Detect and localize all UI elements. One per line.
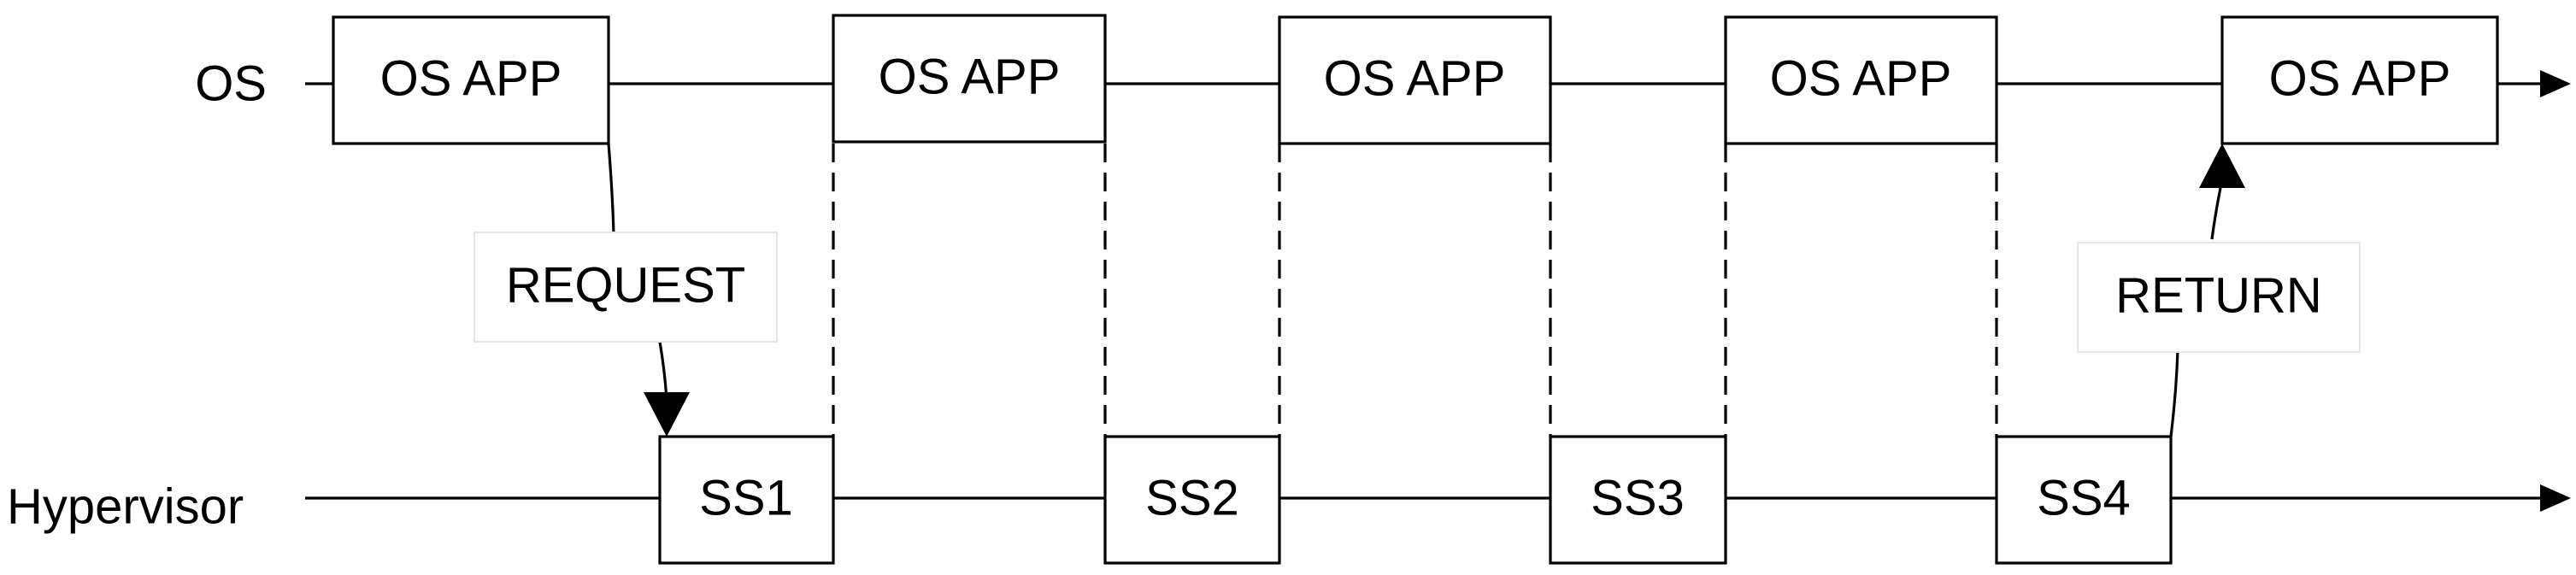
ss-label: SS4 <box>2037 470 2131 525</box>
request-arrowhead-icon <box>644 392 690 437</box>
os-app-box: OS APP <box>332 15 610 145</box>
ss-box: SS1 <box>658 435 835 565</box>
hypervisor-timeline <box>305 484 2571 512</box>
hypervisor-lane-label: Hypervisor <box>7 478 244 534</box>
os-app-label: OS APP <box>1770 50 1952 106</box>
request-label: REQUEST <box>506 257 745 313</box>
os-timeline-arrow-icon <box>2540 70 2571 97</box>
ss-label: SS3 <box>1591 470 1685 525</box>
dashed-sync-lines <box>832 144 1998 437</box>
request-arrow-upper <box>607 143 615 240</box>
ss-box: SS4 <box>1995 435 2173 565</box>
os-app-label: OS APP <box>879 49 1061 104</box>
return-label-box: RETURN <box>2077 242 2361 353</box>
return-label: RETURN <box>2115 267 2322 323</box>
os-app-label: OS APP <box>2269 50 2451 106</box>
return-arrow-upper <box>2210 187 2222 240</box>
os-app-label: OS APP <box>380 50 562 106</box>
request-label-box: REQUEST <box>473 232 778 343</box>
os-app-box: OS APP <box>2220 15 2499 145</box>
os-app-label: OS APP <box>1324 50 1506 106</box>
ss-label: SS2 <box>1145 470 1239 525</box>
os-app-box: OS APP <box>1278 15 1552 145</box>
os-app-box: OS APP <box>1724 15 1998 145</box>
return-arrow-lower <box>2169 349 2179 437</box>
ss-label: SS1 <box>699 470 793 525</box>
ss-box: SS2 <box>1103 435 1281 565</box>
os-lane-label: OS <box>195 56 267 111</box>
ss-box: SS3 <box>1549 435 1727 565</box>
return-arrowhead-icon <box>2199 144 2245 188</box>
hypervisor-timeline-arrow-icon <box>2540 484 2571 512</box>
os-app-box: OS APP <box>832 14 1107 144</box>
os-timeline <box>305 70 2571 97</box>
